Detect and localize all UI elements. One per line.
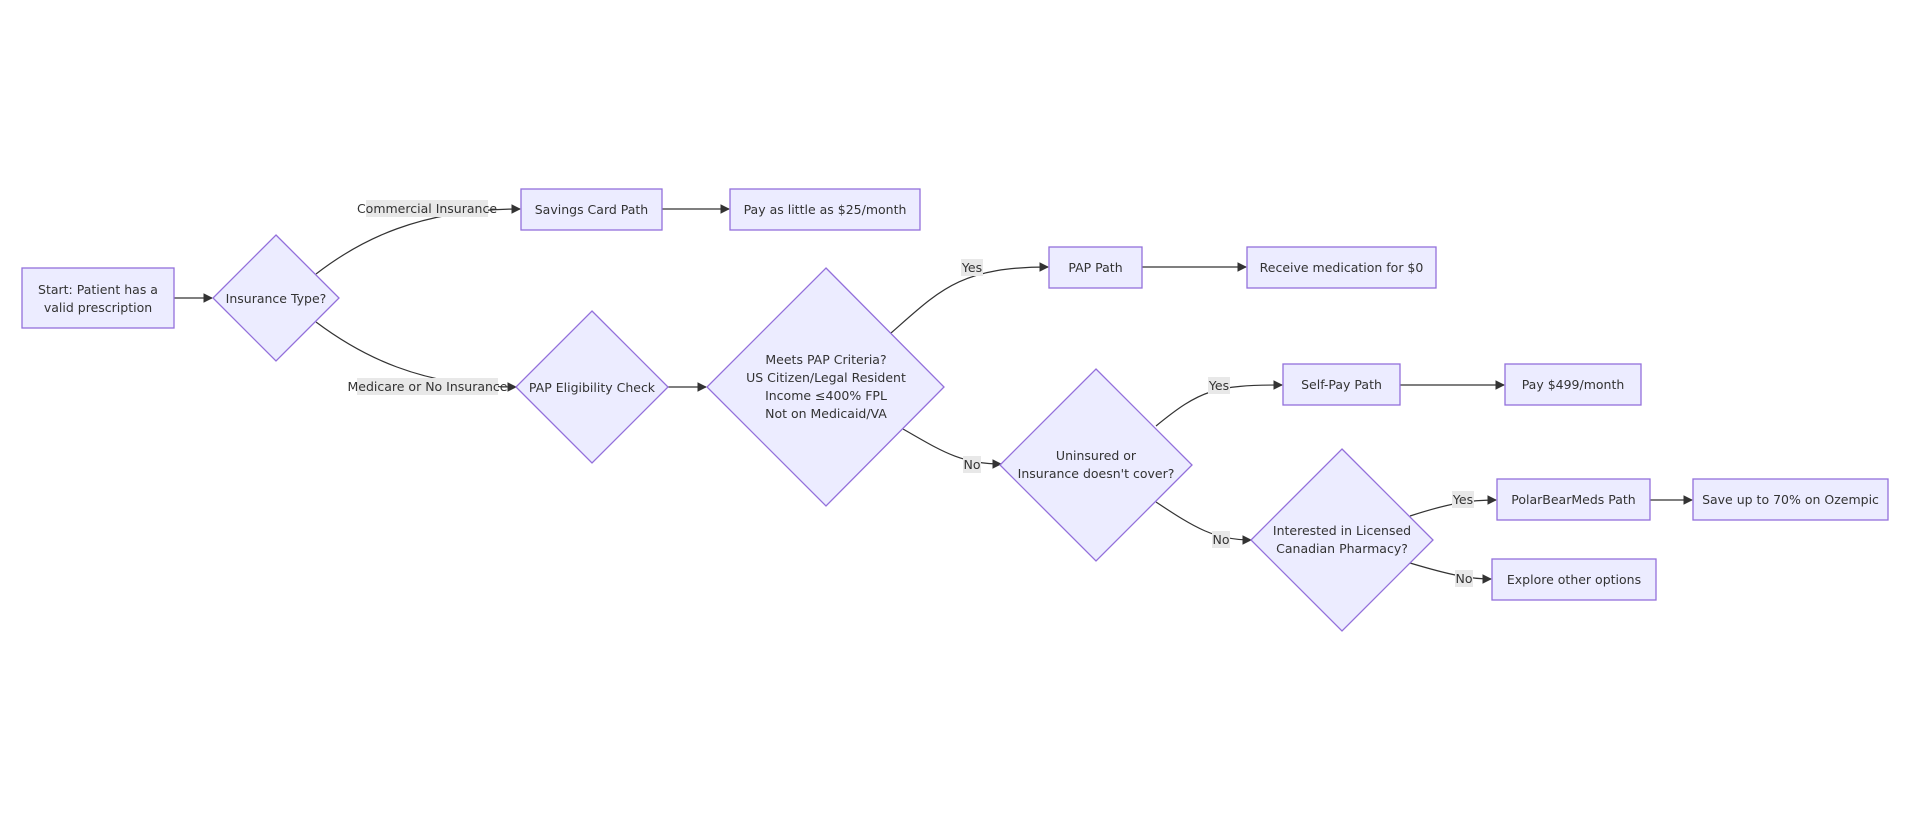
node-savings-card-path-line-1: Savings Card Path — [535, 202, 648, 217]
node-uninsured-line-2: Insurance doesn't cover? — [1018, 466, 1175, 481]
node-canadian-pharmacy: Interested in Licensed Canadian Pharmacy… — [1250, 448, 1434, 632]
edge-uninsured-no-to-canadian — [1155, 501, 1252, 545]
svg-text:No: No — [964, 457, 981, 472]
node-start: Start: Patient has a valid prescription — [21, 267, 175, 329]
node-save-70-line-1: Save up to 70% on Ozempic — [1702, 492, 1879, 507]
node-pay-499-line-1: Pay $499/month — [1522, 377, 1625, 392]
edge-labels: Commercial Insurance Medicare or No Insu… — [347, 200, 1474, 587]
node-explore-other: Explore other options — [1491, 558, 1657, 601]
edge-label-medicare: Medicare or No Insurance — [347, 378, 508, 395]
node-uninsured: Uninsured or Insurance doesn't cover? — [999, 368, 1193, 562]
node-savings-card-path: Savings Card Path — [520, 188, 663, 231]
svg-text:Yes: Yes — [1452, 492, 1473, 507]
node-pay-25-line-1: Pay as little as $25/month — [744, 202, 907, 217]
node-self-pay-path: Self-Pay Path — [1282, 363, 1401, 406]
node-pap-criteria-line-3: Income ≤400% FPL — [765, 388, 887, 403]
svg-text:Yes: Yes — [961, 260, 982, 275]
edge-criteria-yes-to-pap-path — [890, 262, 1049, 334]
node-receive-free-line-1: Receive medication for $0 — [1260, 260, 1424, 275]
node-pay-25: Pay as little as $25/month — [729, 188, 921, 231]
edge-label-canadian-yes: Yes — [1452, 491, 1474, 508]
svg-text:Yes: Yes — [1208, 378, 1229, 393]
node-start-line-2: valid prescription — [44, 300, 152, 315]
node-pap-criteria: Meets PAP Criteria? US Citizen/Legal Res… — [706, 267, 945, 507]
node-pap-criteria-line-4: Not on Medicaid/VA — [765, 406, 887, 421]
edge-label-uninsured-no: No — [1212, 531, 1230, 548]
node-canadian-pharmacy-line-1: Interested in Licensed — [1273, 523, 1411, 538]
svg-text:Medicare or No Insurance: Medicare or No Insurance — [347, 379, 507, 394]
nodes: Start: Patient has a valid prescription … — [21, 188, 1889, 632]
svg-text:No: No — [1213, 532, 1230, 547]
edge-insurance-to-pap-eligibility — [315, 321, 517, 392]
edge-label-commercial: Commercial Insurance — [357, 200, 497, 217]
node-pap-criteria-line-1: Meets PAP Criteria? — [765, 352, 886, 367]
svg-text:No: No — [1456, 571, 1473, 586]
node-explore-other-line-1: Explore other options — [1507, 572, 1641, 587]
node-polarbear-path: PolarBearMeds Path — [1496, 478, 1651, 521]
node-pap-criteria-line-2: US Citizen/Legal Resident — [746, 370, 906, 385]
edge-label-pap-no: No — [963, 456, 981, 473]
node-canadian-pharmacy-line-2: Canadian Pharmacy? — [1276, 541, 1408, 556]
node-self-pay-path-line-1: Self-Pay Path — [1301, 377, 1382, 392]
node-insurance-type: Insurance Type? — [212, 234, 340, 362]
node-receive-free: Receive medication for $0 — [1246, 246, 1437, 289]
node-pap-path-line-1: PAP Path — [1068, 260, 1122, 275]
edge-label-uninsured-yes: Yes — [1208, 377, 1230, 394]
node-pay-499: Pay $499/month — [1504, 363, 1642, 406]
node-polarbear-path-line-1: PolarBearMeds Path — [1511, 492, 1635, 507]
node-insurance-type-line-1: Insurance Type? — [226, 291, 327, 306]
edge-label-canadian-no: No — [1455, 570, 1473, 587]
node-uninsured-line-1: Uninsured or — [1056, 448, 1137, 463]
edge-label-pap-yes: Yes — [961, 259, 983, 276]
svg-text:Commercial Insurance: Commercial Insurance — [357, 201, 497, 216]
edge-criteria-no-to-uninsured — [902, 428, 1002, 469]
node-start-line-1: Start: Patient has a — [38, 282, 158, 297]
edge-insurance-to-savings-card — [315, 204, 521, 275]
edge-canadian-no-to-explore — [1409, 562, 1492, 584]
node-pap-path: PAP Path — [1048, 246, 1143, 289]
node-pap-eligibility-line-1: PAP Eligibility Check — [529, 380, 656, 395]
node-save-70: Save up to 70% on Ozempic — [1692, 478, 1889, 521]
node-pap-eligibility: PAP Eligibility Check — [515, 310, 669, 464]
